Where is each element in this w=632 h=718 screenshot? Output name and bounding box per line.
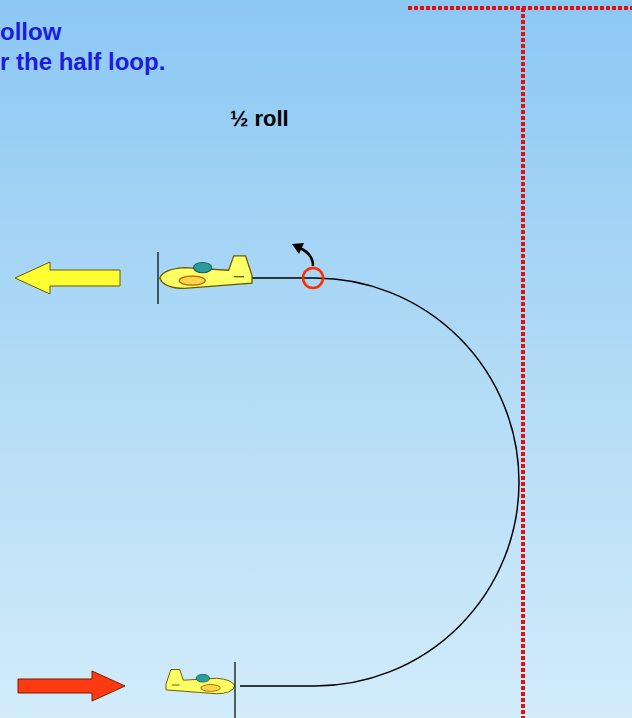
propeller-line	[157, 252, 158, 304]
boundary-line	[408, 8, 632, 718]
roll-arrow-head	[292, 243, 304, 254]
exit-arrow	[15, 262, 120, 294]
entry-arrow	[18, 671, 125, 701]
flight-path	[240, 278, 519, 686]
heading-text: r the half loop.	[0, 48, 165, 76]
roll-point-marker	[303, 268, 323, 288]
maneuver-label: ½ roll	[230, 106, 289, 132]
propeller-line	[234, 662, 235, 718]
heading-text: ollow	[0, 18, 61, 46]
roll-arrow	[300, 248, 313, 266]
